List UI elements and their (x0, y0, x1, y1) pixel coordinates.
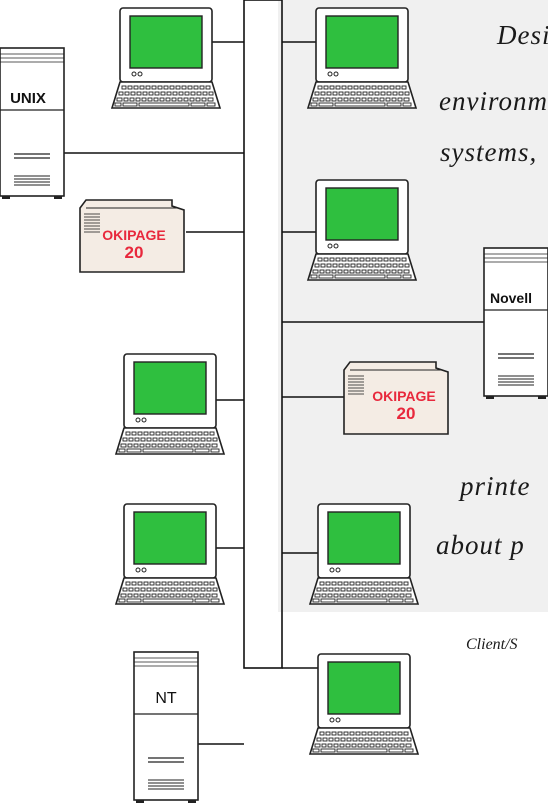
nt-label: NT (155, 690, 177, 707)
text-line-4: printe (460, 471, 531, 501)
workstation-left-1 (111, 7, 221, 109)
text-line-2: environm (439, 86, 548, 116)
right-branches (282, 41, 486, 669)
printer-left-model: 20 (125, 243, 144, 262)
printer-left-name: OKIPAGE (102, 227, 166, 243)
novell-label: Novell (490, 290, 532, 306)
printer-right-model: 20 (397, 404, 416, 423)
unix-server (0, 47, 65, 200)
network-backbone (243, 0, 283, 669)
caption-line: Client/S (466, 636, 518, 653)
workstation-right-4 (309, 653, 419, 755)
workstation-right-3 (309, 503, 419, 605)
workstation-right-2 (307, 179, 417, 281)
workstation-left-3 (115, 503, 225, 605)
workstation-right-1 (307, 7, 417, 109)
text-line-1: Desi (497, 20, 548, 50)
unix-label: UNIX (10, 90, 46, 107)
printer-right-name: OKIPAGE (372, 388, 436, 404)
nt-server (133, 651, 199, 804)
novell-server (483, 247, 548, 400)
text-line-3: systems, (440, 137, 538, 167)
text-line-5: about p (436, 530, 525, 560)
workstation-left-2 (115, 353, 225, 455)
